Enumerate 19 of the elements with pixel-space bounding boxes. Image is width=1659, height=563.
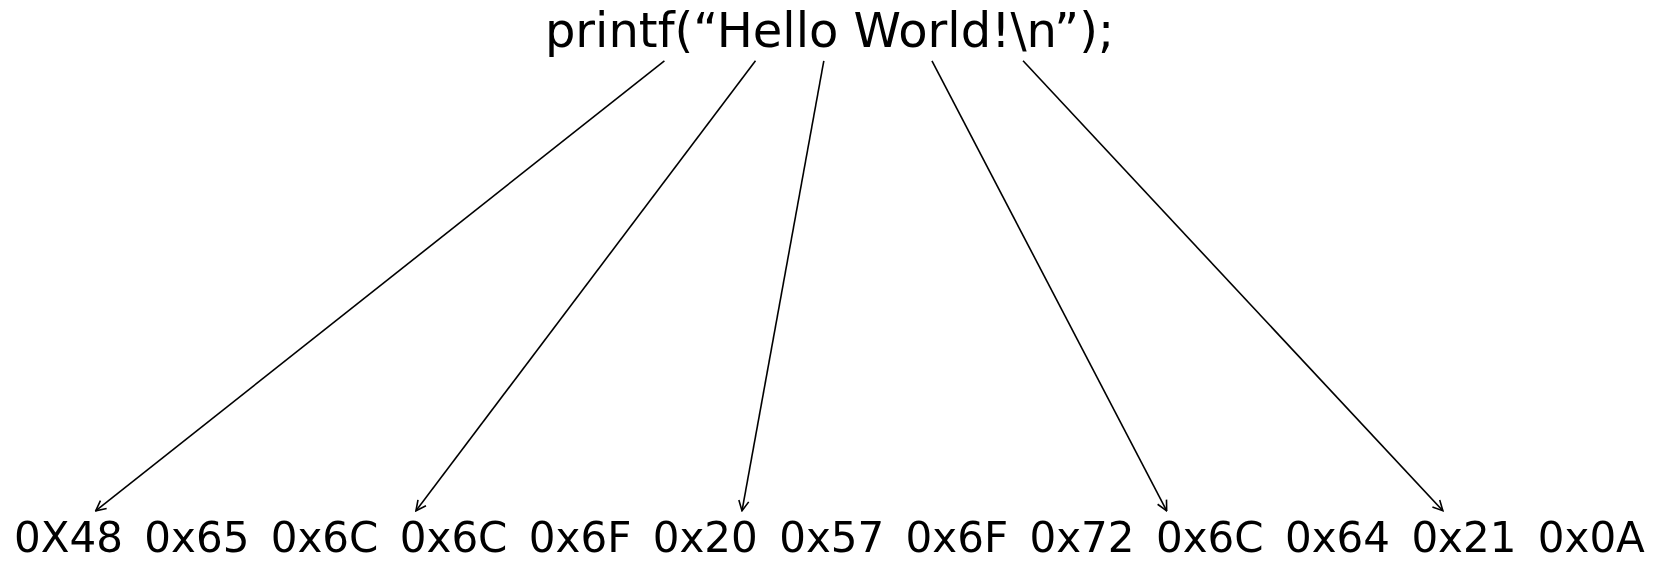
- hex-value: 0x6F: [528, 514, 632, 561]
- hex-value: 0x65: [144, 514, 250, 561]
- arrow: [415, 60, 757, 512]
- hex-value: 0x0A: [1537, 514, 1645, 561]
- hex-value: 0x72: [1029, 514, 1135, 561]
- code-text: printf(“Hello World!\n”);: [544, 4, 1115, 57]
- hex-value: 0x57: [779, 514, 885, 561]
- hex-value: 0x6C: [1155, 514, 1264, 561]
- hex-value: 0x6F: [905, 514, 1009, 561]
- hex-value: 0x6C: [399, 514, 508, 561]
- arrow: [738, 60, 825, 512]
- hex-value: 0x64: [1284, 514, 1390, 561]
- hex-value: 0x6C: [270, 514, 379, 561]
- arrow: [94, 60, 666, 512]
- hex-value: 0x21: [1411, 514, 1517, 561]
- hex-value: 0x20: [652, 514, 758, 561]
- arrow: [931, 60, 1168, 512]
- hex-value: 0X48: [14, 514, 123, 561]
- arrow: [1022, 60, 1444, 512]
